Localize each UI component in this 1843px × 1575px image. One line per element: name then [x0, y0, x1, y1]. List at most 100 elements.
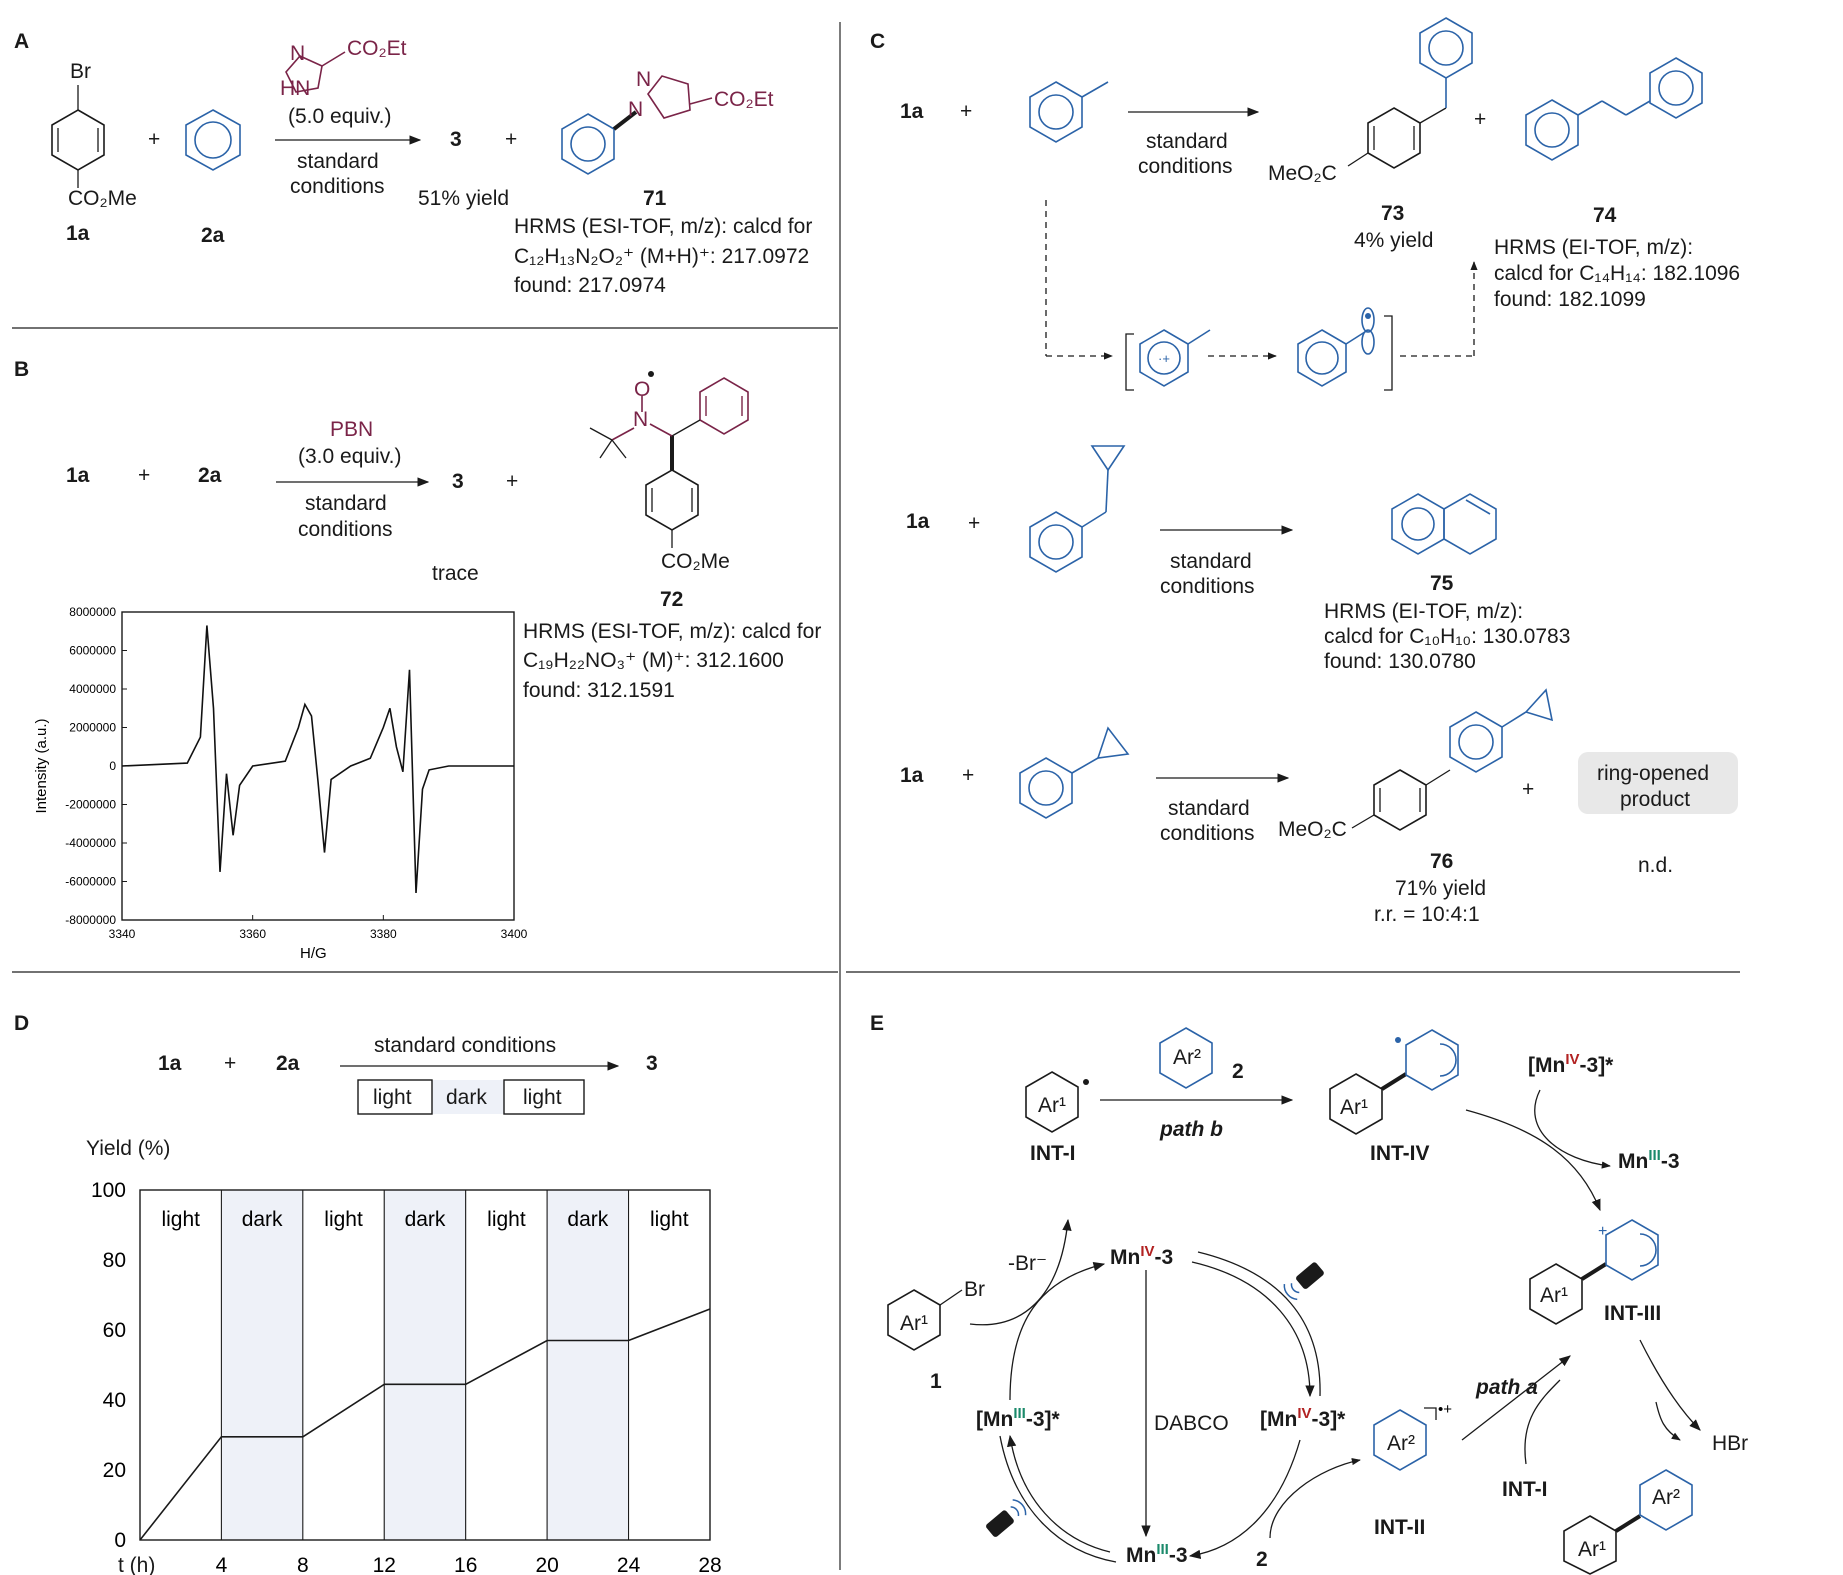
radical-pathway-dashed: [1045, 200, 1478, 360]
yield-y-tick-label: 40: [103, 1389, 126, 1412]
hrms-74-line-2: calcd for C₁₄H₁₄: 182.1096: [1494, 262, 1740, 285]
compound-76-label: 76: [1430, 850, 1453, 873]
compound-1a-label: 1a: [158, 1052, 182, 1075]
product-trace: trace: [432, 562, 479, 585]
reagent-equiv: (3.0 equiv.): [298, 445, 402, 468]
meo2c-label: MeO₂C: [1278, 818, 1347, 841]
epr-y-tick-label: 6000000: [69, 644, 116, 658]
epr-y-tick-label: -6000000: [65, 875, 116, 889]
benzene-2a-structure: [185, 109, 241, 171]
ring-opened-line-2: product: [1620, 788, 1690, 811]
plus-sign: +: [960, 100, 972, 123]
cycle-arc-left-top: [1009, 1262, 1106, 1401]
band-label: dark: [405, 1208, 446, 1231]
nitroxide-n-label: N: [633, 408, 648, 431]
epr-y-axis-label: Intensity (a.u.): [33, 718, 50, 813]
hrms-71-line-3: found: 217.0974: [514, 274, 666, 297]
yield-y-tick-label: 0: [114, 1529, 126, 1552]
time-x-tick-label: 28: [698, 1554, 721, 1575]
compound-73-yield: 4% yield: [1354, 229, 1433, 252]
epr-y-tick-label: -8000000: [65, 913, 116, 927]
lamp-icon: [986, 1499, 1027, 1537]
compound-74-structure: [1525, 57, 1703, 161]
plus-sign: +: [148, 128, 160, 151]
panel-dividers: [12, 22, 1740, 1570]
pyrazole-n-label: N: [290, 42, 305, 65]
condition-line-2: conditions: [298, 518, 393, 541]
product-3-yield: 51% yield: [418, 187, 509, 210]
ar1-label: Ar¹: [1578, 1538, 1606, 1561]
band-label: light: [161, 1208, 200, 1231]
ring-opened-nd: n.d.: [1638, 854, 1673, 877]
dark-box-label: dark: [446, 1086, 487, 1109]
p71-co2et-label: CO₂Et: [714, 88, 774, 111]
light-box-label: light: [373, 1086, 412, 1109]
mn-iii-top: MnIII-3: [1618, 1147, 1680, 1173]
condition-line-1: standard: [297, 150, 379, 173]
panel-label-d: D: [14, 1012, 29, 1035]
hrms-72-line-3: found: 312.1591: [523, 679, 675, 702]
reagent-2-label: 2: [1232, 1060, 1244, 1083]
light-box-label: light: [523, 1086, 562, 1109]
band-dark: [220, 1189, 304, 1541]
int-ii-bracket: [1424, 1407, 1437, 1420]
mn-iv-3: MnIV-3: [1110, 1243, 1173, 1269]
mn-reduction-arrow: [1534, 1089, 1611, 1169]
ar2-label: Ar²: [1173, 1046, 1201, 1069]
time-x-tick-label: 24: [617, 1554, 641, 1575]
to-product-arrow: [1639, 1339, 1701, 1431]
product-3-label: 3: [450, 128, 462, 151]
radical-intermediates-bracket: ·+: [1125, 307, 1393, 391]
light-box: [503, 1079, 585, 1115]
yield-plot-frame: [139, 1189, 711, 1541]
ar1-label: Ar¹: [1540, 1284, 1568, 1307]
yield-y-tick-label: 60: [103, 1319, 126, 1342]
band-dark: [383, 1189, 467, 1541]
band-light: [628, 1189, 711, 1541]
compound-74-label: 74: [1593, 204, 1617, 227]
time-axis-label: t (h): [118, 1554, 155, 1575]
compound-1a-label: 1a: [906, 510, 930, 533]
band-light: [139, 1189, 222, 1541]
int-i-ring: [1025, 1071, 1079, 1133]
svg-text:+: +: [1598, 1223, 1607, 1240]
plus-sign: +: [506, 470, 518, 493]
cycle-arc-right-bottom: [1188, 1439, 1301, 1559]
compound-73-structure: [1347, 17, 1473, 169]
int-i-join-arrow: [1524, 1379, 1561, 1465]
cycle-arc-left-bottom-1: [1007, 1434, 1111, 1553]
band-label: dark: [242, 1208, 283, 1231]
mn-iii-excited: [MnIII-3]*: [976, 1405, 1061, 1431]
panel-label-e: E: [870, 1012, 884, 1035]
p71-n-label-1: N: [636, 68, 651, 91]
condition-label: standard conditions: [374, 1034, 556, 1057]
epr-series-line: [121, 625, 514, 894]
panel-e: Ar¹ INT-I Ar² 2 path b Ar¹ INT-IV [MnIV-…: [887, 1027, 1748, 1575]
pyrazole-reagent-structure: [285, 51, 346, 93]
reagent-2-label: 2: [1256, 1548, 1268, 1571]
radical-cation-sign: •+: [1438, 1401, 1452, 1418]
ar2-ring: [1159, 1027, 1213, 1089]
epr-y-tick-label: -2000000: [65, 798, 116, 812]
plus-sign: +: [224, 1052, 236, 1075]
compound-75-structure: [1391, 493, 1497, 555]
cyclopropylbenzene-structure: [1019, 726, 1130, 819]
p71-n-label-2: N: [628, 98, 643, 121]
epr-x-tick-label: 3360: [239, 927, 266, 941]
epr-spectrum-chart: 80000006000000400000020000000-2000000-40…: [33, 605, 528, 962]
mn-iii-3: MnIII-3: [1126, 1541, 1188, 1567]
compound-1a-label: 1a: [900, 100, 924, 123]
ar1-label: Ar¹: [1340, 1096, 1368, 1119]
svg-text:·+: ·+: [1158, 351, 1170, 366]
time-x-tick-label: 8: [297, 1554, 309, 1575]
benzene-ring-circle: [194, 121, 232, 159]
ar2-label: Ar²: [1652, 1486, 1680, 1509]
dark-box-bg: [432, 1080, 504, 1114]
compound-1a-label: 1a: [66, 222, 90, 245]
toluene-structure: [1029, 81, 1109, 143]
int-ii-ring: [1373, 1409, 1427, 1471]
band-label: dark: [567, 1208, 608, 1231]
int-iv-to-int-iii-arrow: [1465, 1109, 1601, 1212]
int-i-label: INT-I: [1030, 1142, 1076, 1165]
